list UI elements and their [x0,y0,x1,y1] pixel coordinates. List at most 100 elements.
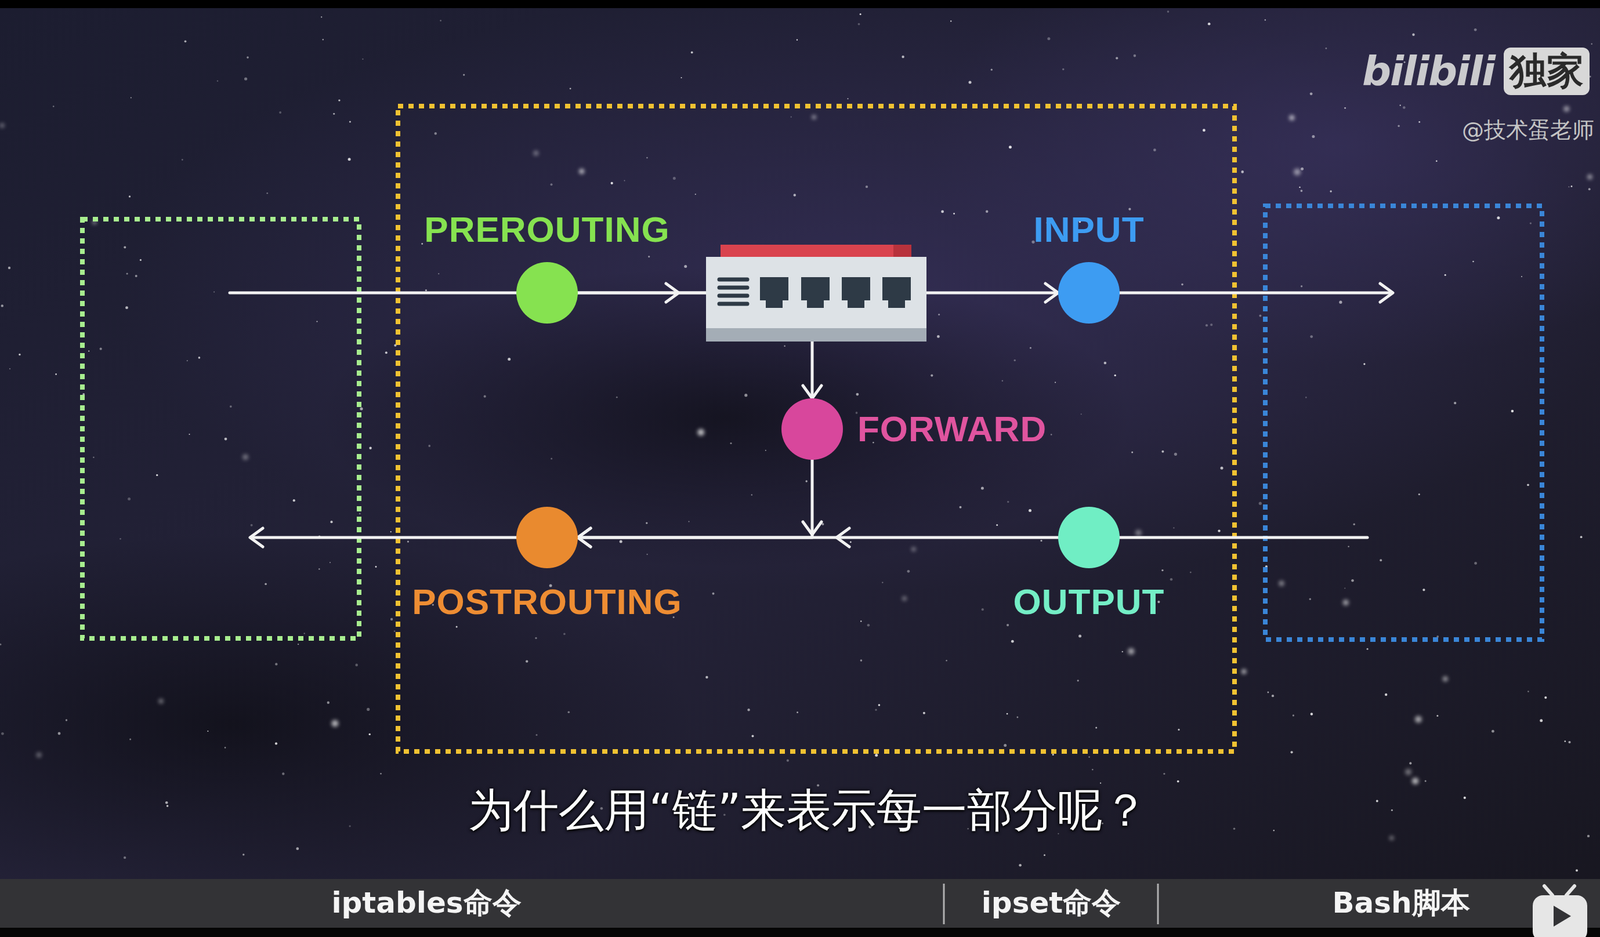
star-field [52,105,55,108]
star-field [1402,106,1406,110]
router-body [893,244,912,259]
star-field [184,40,187,43]
star-field [329,562,331,564]
star-field [135,274,138,278]
star-field [250,524,253,527]
star-field [292,499,296,502]
star-field [213,291,215,293]
star-field [1544,696,1547,700]
star-field [1103,362,1107,365]
star-field [242,454,249,461]
star-field [550,458,553,461]
star-field [1177,729,1180,731]
star-field [1170,578,1174,582]
star-field [796,711,799,714]
star-field [1575,869,1578,872]
router-port [801,277,830,309]
star-field [681,77,683,79]
star-field [525,660,528,663]
star-field [1363,363,1366,365]
star-field [274,663,278,666]
chain-hook-circle: OUTPUT [1058,507,1120,569]
star-field [981,608,984,611]
star-field [1161,450,1164,454]
star-field [125,306,129,310]
star-field [428,444,431,448]
router-vent [719,277,748,282]
star-field [348,157,351,161]
star-field [18,353,21,356]
star-field [330,520,333,524]
star-field [694,193,697,195]
star-field [1006,713,1009,716]
star-field [751,494,753,496]
star-field [455,626,458,629]
star-field [1077,679,1080,682]
star-field [938,313,940,316]
router-body [706,328,927,342]
star-field [434,132,437,135]
star-field [1309,335,1313,339]
star-field [1292,714,1295,717]
star-field [1258,502,1262,506]
star-field [1511,410,1515,414]
star-field [421,243,423,245]
star-field [8,266,11,270]
player-bar [1157,884,1160,925]
star-field [648,255,650,258]
star-field [860,620,862,622]
star-field [1153,148,1157,152]
star-field [855,411,859,415]
star-field [786,759,789,763]
star-field [320,16,322,18]
star-field [1444,274,1447,277]
dotted-region [1265,205,1542,640]
star-field [359,513,361,516]
star-field [1587,174,1593,180]
star-field [1305,396,1308,399]
star-field [1491,730,1495,734]
star-field [765,450,767,452]
star-field [379,773,382,776]
star-field [316,320,318,322]
star-field [1163,773,1165,776]
star-field [1580,536,1583,539]
star-field [1014,359,1016,362]
chain-name: FORWARD [857,409,1047,450]
star-field [36,753,42,759]
star-field [375,566,378,568]
star-field [1453,402,1457,405]
star-field [165,801,169,805]
flow-line [1088,291,1392,295]
star-field [1241,669,1247,675]
star-field [123,856,126,860]
star-field [1343,599,1349,606]
star-field [1376,800,1379,803]
star-field [1040,540,1042,542]
star-field [65,719,68,722]
star-field [303,632,306,635]
star-field [1115,56,1118,60]
star-field [1564,740,1567,743]
star-field [1412,777,1419,785]
star-field [610,182,614,185]
star-field [1267,692,1270,694]
star-field [1047,37,1051,41]
star-field [1217,529,1221,532]
star-field [1,304,4,307]
star-field [368,733,371,736]
chapter-tab: Bash脚本 [1331,887,1470,921]
star-field [901,55,904,59]
chain-name: PREROUTING [424,210,670,250]
chain-hook-circle: POSTROUTING [516,507,578,569]
star-field [1422,588,1425,592]
star-field [1289,115,1295,121]
star-field [1174,453,1178,456]
star-field [1121,651,1124,653]
star-field [1054,381,1056,383]
star-field [224,747,227,749]
chapter-tab: iptables命令 [331,887,521,921]
star-field [1029,346,1032,349]
player-bar [0,879,1600,929]
